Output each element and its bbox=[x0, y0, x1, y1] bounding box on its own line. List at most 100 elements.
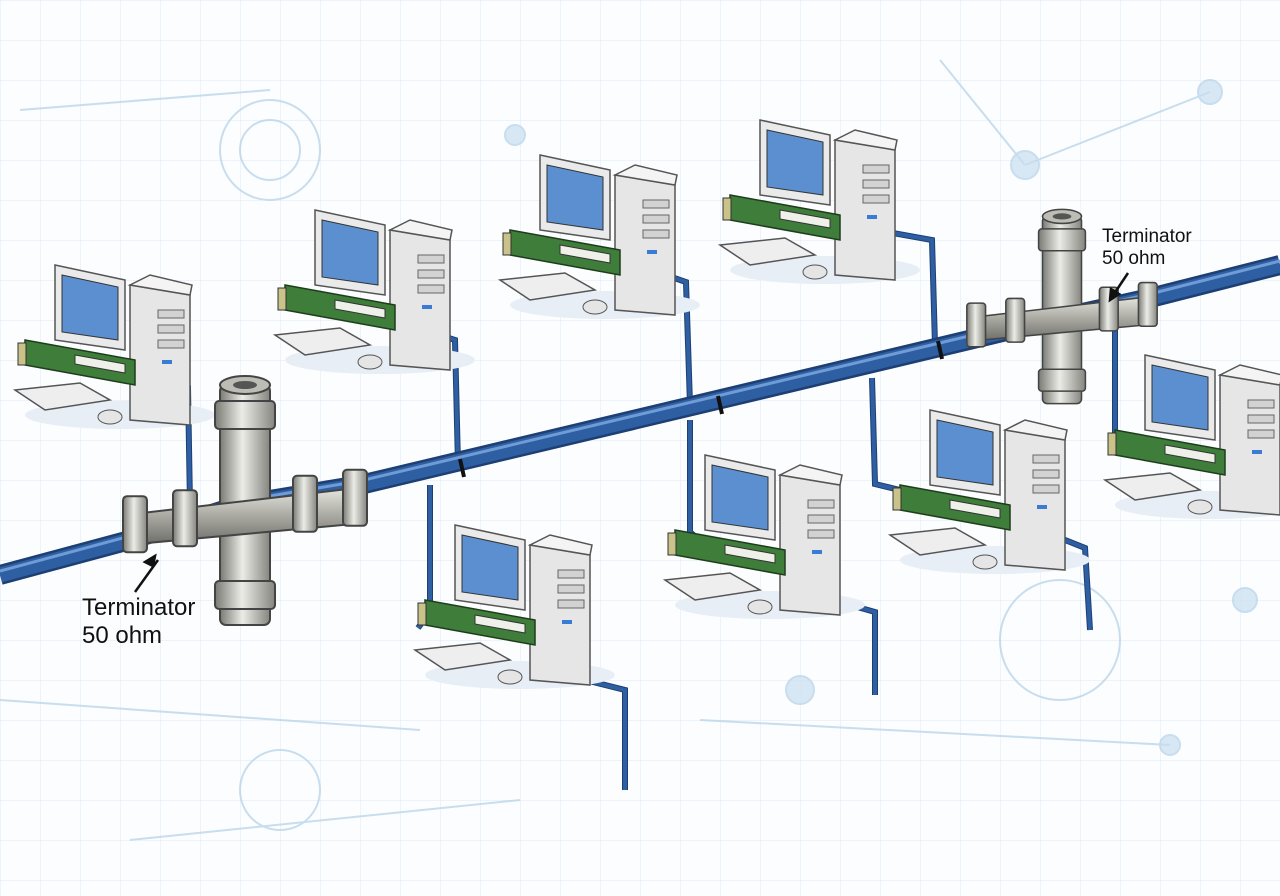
keyboard bbox=[717, 237, 818, 266]
drive-bay bbox=[157, 309, 185, 319]
left-terminator-label-line2: 50 ohm bbox=[82, 622, 163, 649]
nic-bracket bbox=[277, 287, 287, 311]
power-led bbox=[422, 305, 432, 309]
monitor-screen bbox=[61, 274, 119, 341]
nic-chip bbox=[949, 499, 1001, 519]
terminator-arrows bbox=[133, 272, 1130, 593]
cable-joint bbox=[716, 395, 724, 415]
mouse bbox=[802, 264, 828, 280]
mouse bbox=[497, 669, 523, 685]
cable-joint bbox=[458, 458, 466, 478]
monitor-screen bbox=[1151, 364, 1209, 431]
monitor-screen bbox=[766, 129, 824, 196]
tower-top bbox=[1217, 364, 1280, 386]
computer-7 bbox=[887, 409, 1090, 574]
right-terminator-label-line2: 50 ohm bbox=[1102, 248, 1166, 269]
tower-top bbox=[612, 164, 678, 186]
monitor-screen bbox=[546, 164, 604, 231]
bnc-coupling bbox=[122, 495, 148, 554]
tower-top bbox=[127, 274, 193, 296]
drive-bay bbox=[1032, 454, 1060, 464]
tower-case bbox=[129, 284, 191, 426]
keyboard bbox=[662, 572, 763, 601]
power-led bbox=[562, 620, 572, 624]
drive-bay bbox=[557, 599, 585, 609]
nic-chip bbox=[1164, 444, 1216, 464]
mouse bbox=[582, 299, 608, 315]
tower-case bbox=[529, 544, 591, 686]
nic-chip bbox=[559, 244, 611, 264]
drive-bay bbox=[157, 339, 185, 349]
bnc-coupling bbox=[1005, 297, 1026, 343]
nic-bracket bbox=[892, 487, 902, 511]
nic-bracket bbox=[722, 197, 732, 221]
drive-bay bbox=[557, 569, 585, 579]
right-terminator-label-line1: Terminator bbox=[1102, 226, 1192, 247]
mouse bbox=[747, 599, 773, 615]
left-terminator-label-line1: Terminator bbox=[82, 594, 196, 621]
right-terminator-label: Terminator 50 ohm bbox=[1102, 226, 1192, 270]
drive-bay bbox=[1032, 469, 1060, 479]
cable-joint bbox=[936, 340, 944, 360]
bnc-coupling bbox=[966, 302, 987, 348]
right-t-connector bbox=[966, 208, 1158, 405]
power-led bbox=[162, 360, 172, 364]
computer-4 bbox=[717, 119, 920, 284]
keyboard bbox=[272, 327, 373, 356]
keyboard bbox=[887, 527, 988, 556]
computer-8 bbox=[1102, 354, 1280, 519]
monitor-screen bbox=[711, 464, 769, 531]
power-led bbox=[867, 215, 877, 219]
drive-bay bbox=[862, 179, 890, 189]
keyboard bbox=[1102, 472, 1203, 501]
drive-bay bbox=[1032, 484, 1060, 494]
tower-top bbox=[1002, 419, 1068, 441]
tower-top bbox=[832, 129, 898, 151]
nic-bracket bbox=[667, 532, 677, 556]
nic-bracket bbox=[502, 232, 512, 256]
nic-chip bbox=[474, 614, 526, 634]
drive-bay bbox=[862, 164, 890, 174]
t-connector-nut bbox=[214, 580, 276, 610]
bnc-coupling bbox=[172, 489, 198, 548]
mouse bbox=[357, 354, 383, 370]
monitor-screen bbox=[461, 534, 519, 601]
nic-chip bbox=[74, 354, 126, 374]
drive-bay bbox=[642, 199, 670, 209]
tower-top bbox=[387, 219, 453, 241]
t-connector-nut bbox=[1037, 368, 1087, 392]
t-connector-nut bbox=[1037, 228, 1087, 252]
left-terminator-label: Terminator 50 ohm bbox=[82, 594, 195, 650]
tower-case bbox=[779, 474, 841, 616]
nic-chip bbox=[779, 209, 831, 229]
drive-bay bbox=[807, 499, 835, 509]
keyboard bbox=[12, 382, 113, 411]
t-connector-nut bbox=[214, 400, 276, 430]
drive-bay bbox=[1247, 399, 1275, 409]
left-t-connector bbox=[122, 375, 368, 626]
drive-bay bbox=[807, 514, 835, 524]
computers bbox=[12, 119, 1280, 689]
drive-bay bbox=[642, 214, 670, 224]
tower-top bbox=[527, 534, 593, 556]
tower-case bbox=[1004, 429, 1066, 571]
drive-bay bbox=[157, 324, 185, 334]
drive-bay bbox=[417, 269, 445, 279]
monitor-screen bbox=[321, 219, 379, 286]
nic-chip bbox=[724, 544, 776, 564]
drive-bay bbox=[417, 284, 445, 294]
keyboard bbox=[412, 642, 513, 671]
t-connector-port-hole bbox=[233, 381, 257, 389]
tower-case bbox=[389, 229, 451, 371]
drive-bay bbox=[642, 229, 670, 239]
tower-case bbox=[614, 174, 676, 316]
computer-2 bbox=[272, 209, 475, 374]
power-led bbox=[1252, 450, 1262, 454]
background-network-decoration bbox=[0, 59, 1258, 841]
tower-case bbox=[1219, 374, 1280, 516]
t-connectors bbox=[122, 208, 1158, 626]
power-led bbox=[1037, 505, 1047, 509]
drive-bay bbox=[862, 194, 890, 204]
tower-top bbox=[777, 464, 843, 486]
